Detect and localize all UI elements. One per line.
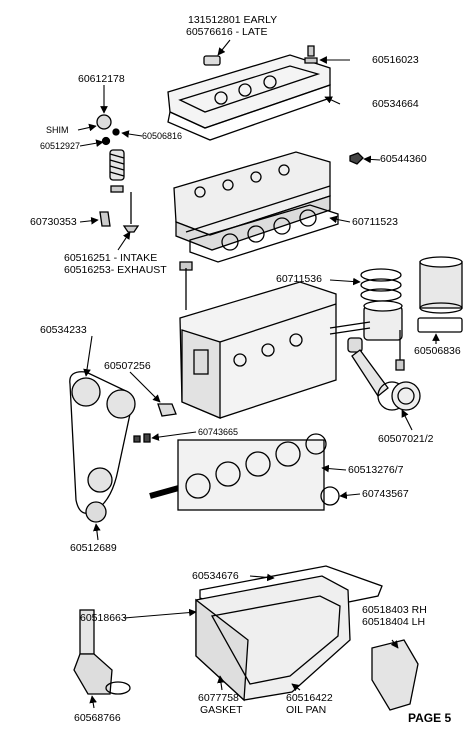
label-60507256: 60507256 [104,360,151,372]
label-6077758: 6077758 [198,692,239,704]
shim-disc [112,128,120,136]
cylinder-liner [419,256,463,314]
label-60506816: 60506816 [142,131,183,141]
label-60534233: 60534233 [40,324,87,336]
oil-filler-cap [203,55,221,66]
piston-rings [360,268,402,302]
label-rh: 60518403 RH [362,604,427,616]
leader-lines [77,39,440,709]
label-60534664: 60534664 [372,98,419,110]
label-60512689: 60512689 [70,542,117,554]
rod-bearings [391,381,421,411]
label-60743665: 60743665 [198,427,239,437]
label-60516023: 60516023 [372,54,419,66]
label-exhaust: 60516253- EXHAUST [64,264,167,276]
spring-coils [109,153,125,177]
oil-pump [73,609,131,695]
label-60516422: 60516422 [286,692,333,704]
label-60507021: 60507021/2 [378,433,434,445]
label-60612178: 60612178 [78,73,125,85]
tensioner-small [133,433,151,443]
label-60544360: 60544360 [380,153,427,165]
page-label: PAGE 5 [408,711,452,725]
piston [329,300,403,341]
label-early: 131512801 EARLY [188,14,278,26]
oil-pan [195,575,351,702]
valve-cover [167,54,331,141]
spring-seat [110,185,124,193]
valve [122,192,140,233]
engine-mount [371,639,419,711]
crankshaft [149,433,327,511]
valve-guide [99,211,111,227]
label-60518663: 60518663 [80,612,127,624]
cylinder-head [173,151,331,251]
head-gasket [189,204,339,263]
label-gasket: GASKET [200,704,243,716]
valve-keeper [101,136,111,146]
label-60512927: 60512927 [40,141,81,151]
thrust-washer [320,486,340,506]
oil-pan-gasket [199,565,383,621]
liner-seal [417,317,463,333]
label-60568766: 60568766 [74,712,121,724]
chain-tensioner [157,403,177,417]
label-60730353: 60730353 [30,216,77,228]
cover-nut [304,45,318,64]
engine-block [179,281,337,419]
label-60743567: 60743567 [362,488,409,500]
tappet-bucket [96,114,112,130]
label-shim: SHIM [46,125,69,135]
label-60711536: 60711536 [276,273,322,285]
label-lh: 60518404 LH [362,616,426,628]
label-60506836: 60506836 [414,345,461,357]
label-60513276: 60513276/7 [348,464,404,476]
head-bolt [179,261,193,310]
label-60534676: 60534676 [192,570,239,582]
label-late: 60576616 - LATE [186,26,268,38]
timing-chain [69,371,136,523]
valve-seal [349,152,364,165]
label-60711523: 60711523 [352,216,398,228]
label-oil-pan: OIL PAN [286,704,327,716]
label-intake: 60516251 - INTAKE [64,252,158,264]
